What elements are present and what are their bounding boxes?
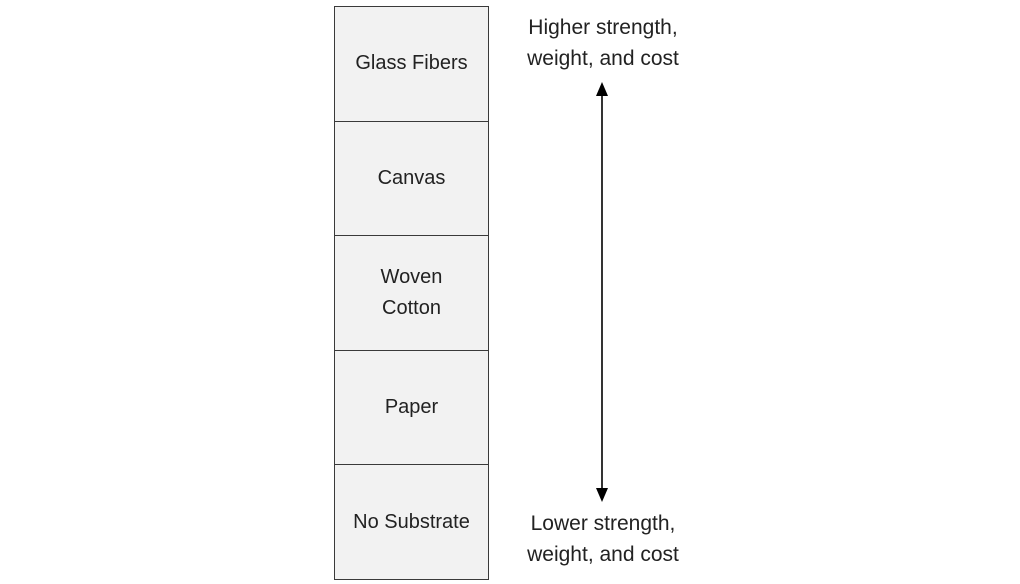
layer-woven-cotton: Woven Cotton bbox=[335, 236, 488, 351]
layer-no-substrate: No Substrate bbox=[335, 465, 488, 579]
double-arrow-icon bbox=[596, 82, 608, 502]
scale-bottom-label: Lower strength, weight, and cost bbox=[527, 512, 679, 566]
substrate-stack: Glass Fibers Canvas Woven Cotton Paper N… bbox=[334, 6, 489, 580]
layer-canvas: Canvas bbox=[335, 121, 488, 237]
layer-glass-fibers: Glass Fibers bbox=[335, 7, 488, 122]
layer-paper: Paper bbox=[335, 350, 488, 466]
scale-top-label: Higher strength, weight, and cost bbox=[527, 16, 679, 70]
